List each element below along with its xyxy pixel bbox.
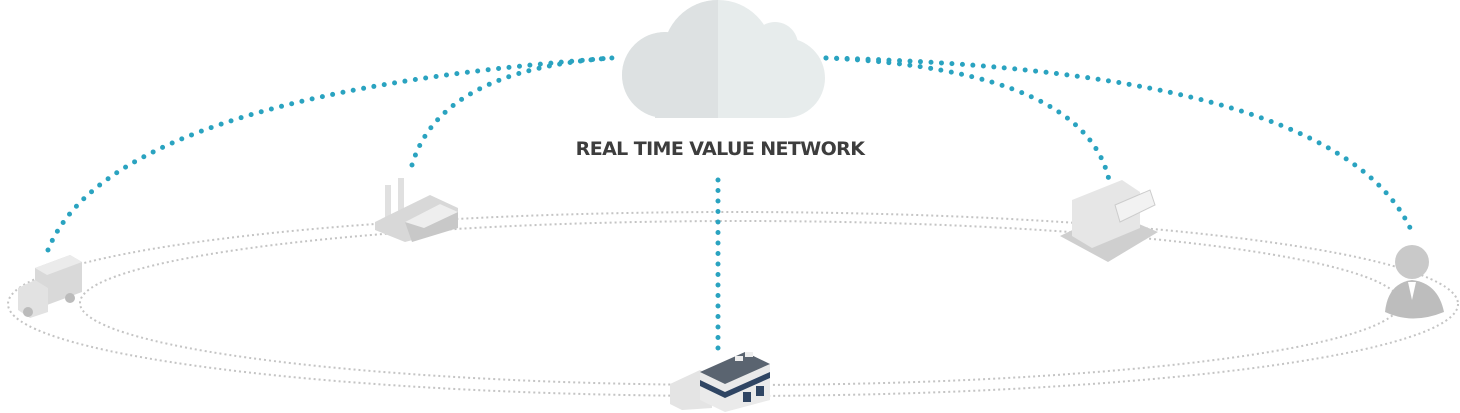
link-factory-cloud [409,55,615,168]
store-icon [1060,180,1158,262]
outer-ring [7,211,1459,397]
link-cloud-customer [823,55,1415,235]
person-icon [1385,245,1444,319]
link-truck-cloud [45,55,615,253]
office-building-icon [670,352,770,412]
diagram-title: REAL TIME VALUE NETWORK [575,138,865,160]
cloud-icon [622,0,825,118]
factory-icon [375,178,458,242]
link-cloud-store [823,55,1113,188]
truck-icon [18,255,82,318]
